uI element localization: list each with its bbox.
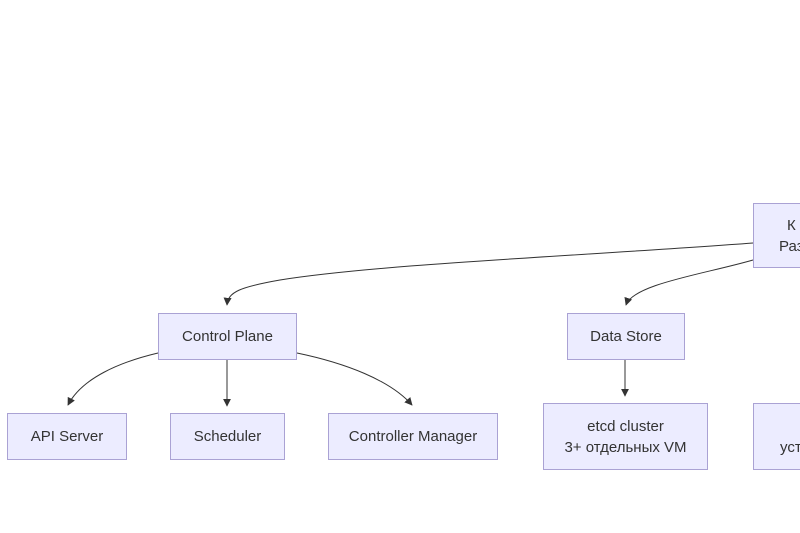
- node-data-store: Data Store: [567, 313, 685, 360]
- node-cluster-partial: К Раз: [753, 203, 800, 268]
- edge-cluster-control-plane: [223, 242, 754, 306]
- node-label: Раз: [779, 238, 800, 255]
- node-controller-manager: Controller Manager: [328, 413, 498, 460]
- edge-control-plane-api-server: [67, 352, 159, 406]
- edge-cluster-data-store: [624, 259, 754, 306]
- node-scheduler: Scheduler: [170, 413, 285, 460]
- node-label: уста: [780, 439, 800, 456]
- node-api-server: API Server: [7, 413, 127, 460]
- node-label: Control Plane: [182, 328, 273, 345]
- node-workers-partial: уста: [753, 403, 800, 470]
- node-label: Controller Manager: [348, 428, 478, 445]
- node-control-plane: Control Plane: [158, 313, 297, 360]
- edge-control-plane-controller-manager: [296, 352, 413, 406]
- node-label: API Server: [30, 428, 104, 445]
- node-label: 3+ отдельных VM: [564, 438, 687, 456]
- node-label: К: [787, 217, 796, 234]
- node-label: Scheduler: [193, 428, 262, 445]
- node-etcd-cluster: etcd cluster 3+ отдельных VM: [543, 403, 708, 470]
- node-label: Data Store: [590, 328, 662, 345]
- node-label: etcd cluster: [587, 417, 664, 435]
